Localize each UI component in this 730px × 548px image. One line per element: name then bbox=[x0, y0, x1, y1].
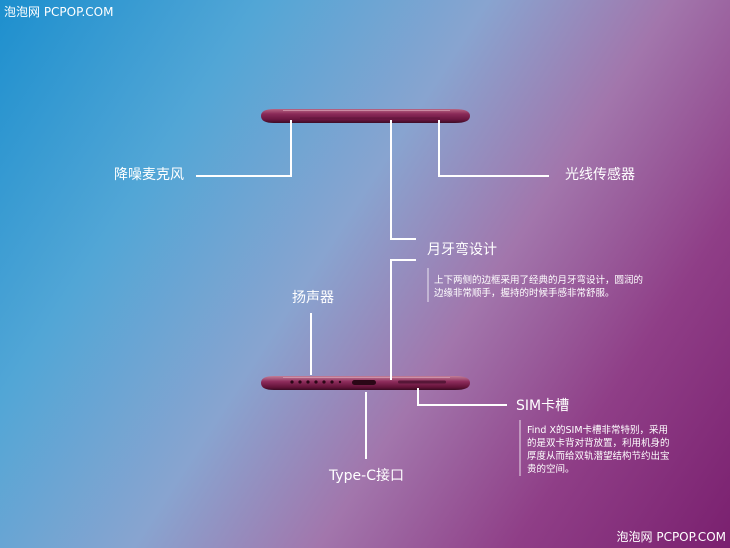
crescent-bottom-leader-line bbox=[390, 259, 416, 380]
sim-slot-description: Find X的SIM卡槽非常特别，采用的是双卡背对背放置，利用机身的厚度从而给双… bbox=[527, 425, 670, 475]
watermark-bottom-right: 泡泡网 PCPOP.COM bbox=[616, 530, 726, 544]
sim-slot bbox=[398, 380, 446, 384]
speaker-holes bbox=[290, 380, 342, 384]
typec-port bbox=[352, 380, 376, 385]
light-sensor-label: 光线传感器 bbox=[565, 167, 635, 183]
phone-top-edge bbox=[261, 109, 470, 123]
crescent-design-description: 上下两侧的边框采用了经典的月牙弯设计，圆润的边缘非常顺手，握持的时候手感非常舒服… bbox=[434, 275, 644, 299]
speaker-label: 扬声器 bbox=[292, 290, 334, 306]
crescent-top-leader-line bbox=[390, 120, 416, 240]
noise-mic-label: 降噪麦克风 bbox=[114, 167, 184, 183]
mic-leader-line bbox=[196, 120, 292, 177]
watermark-top-left: 泡泡网 PCPOP.COM bbox=[4, 5, 114, 19]
sim-slot-label: SIM卡槽 bbox=[516, 398, 570, 414]
typec-port-label: Type-C接口 bbox=[329, 468, 404, 484]
light-leader-line bbox=[438, 120, 549, 177]
sim-leader-line bbox=[417, 388, 507, 406]
phone-bottom-edge bbox=[261, 376, 470, 390]
crescent-design-label: 月牙弯设计 bbox=[427, 242, 497, 258]
